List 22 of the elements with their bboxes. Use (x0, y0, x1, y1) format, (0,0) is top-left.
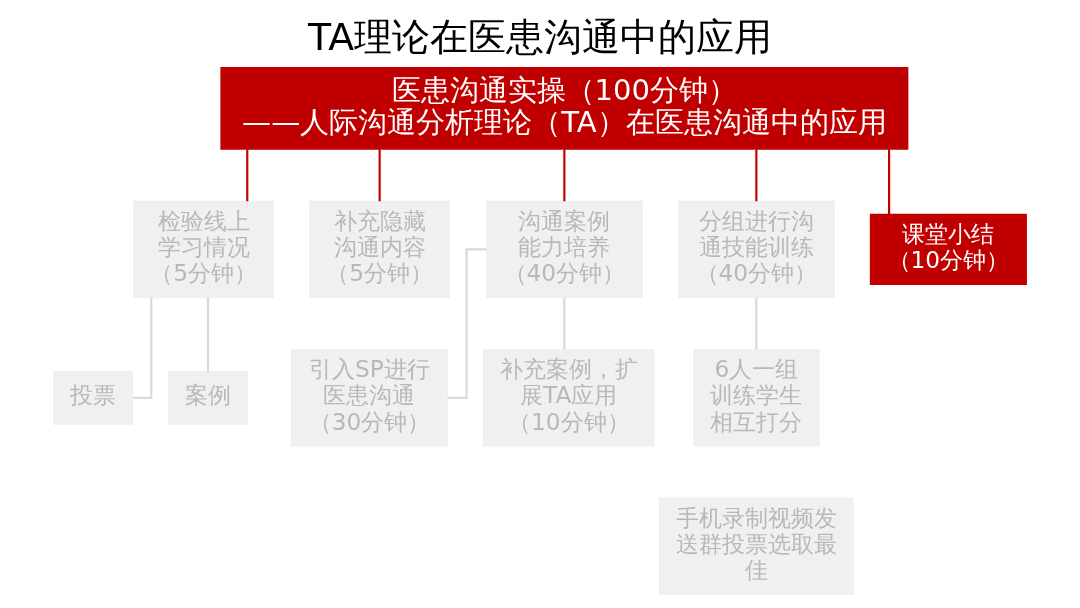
connector (755, 297, 758, 350)
connector (755, 149, 758, 202)
node-box: 分组进行沟通技能训练（40分钟） (677, 200, 835, 299)
connector (563, 149, 566, 202)
node-box: 医患沟通实操（100分钟） ——人际沟通分析理论（TA）在医患沟通中的应用 (220, 66, 909, 150)
connector (378, 149, 381, 202)
node-box: 引入SP进行医患沟通（30分钟） (290, 349, 448, 447)
node-box: 案例 (168, 370, 248, 425)
node-box: 沟通案例能力培养（40分钟） (485, 200, 643, 299)
node-box: 投票 (53, 370, 134, 425)
connector (246, 149, 249, 202)
connector (563, 297, 566, 350)
diagram-title: TA理论在医患沟通中的应用 (307, 14, 773, 59)
connector (447, 248, 487, 399)
connector (132, 297, 153, 399)
node-box: 6人一组训练学生相互打分 (693, 349, 820, 447)
connector (206, 297, 210, 372)
connector (888, 149, 891, 215)
node-box: 补充案例，扩展TA应用（10分钟） (482, 349, 655, 447)
node-box: 课堂小结（10分钟） (869, 213, 1027, 286)
node-box: 补充隐藏沟通内容（5分钟） (309, 200, 451, 299)
node-box: 检验线上学习情况（5分钟） (133, 200, 275, 299)
